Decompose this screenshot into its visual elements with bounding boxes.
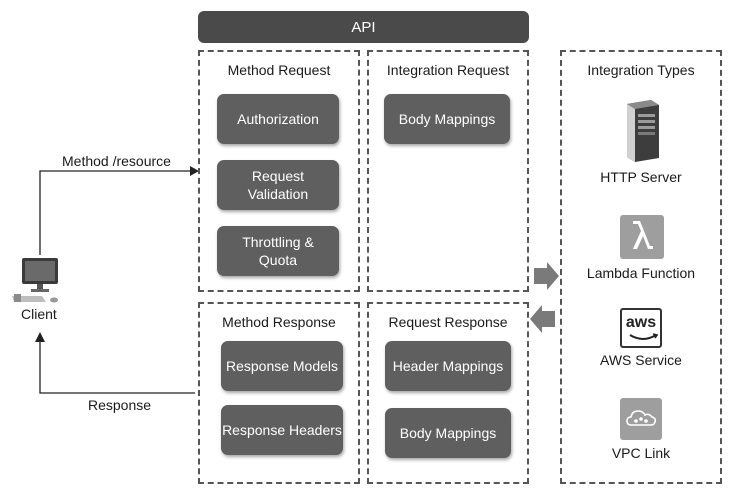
- authorization-box: Authorization: [217, 94, 339, 144]
- response-models-box: Response Models: [221, 341, 343, 391]
- response-headers-box: Response Headers: [221, 405, 343, 455]
- request-validation-box: Request Validation: [217, 160, 339, 210]
- aws-icon: aws: [620, 308, 662, 348]
- aws-service-label: AWS Service: [600, 352, 682, 368]
- method-response-title: Method Response: [222, 314, 336, 330]
- lambda-function-label: Lambda Function: [586, 265, 696, 281]
- header-mappings-box: Header Mappings: [385, 341, 511, 391]
- computer-icon: [12, 258, 58, 303]
- method-request-panel: Method Request Authorization Request Val…: [198, 50, 360, 292]
- server-icon: [627, 100, 659, 162]
- response-arrow: [39, 338, 195, 394]
- integration-request-title: Integration Request: [386, 62, 510, 78]
- vpc-cloud-icon: [620, 398, 662, 440]
- api-title-bar: API: [198, 11, 529, 43]
- request-arrowhead: [190, 166, 199, 176]
- integration-types-panel: Integration Types HTTP Server Lambda Fun…: [560, 50, 722, 484]
- response-arrowhead: [35, 332, 45, 342]
- response-body-mappings-box: Body Mappings: [385, 408, 511, 458]
- integration-body-mappings-box: Body Mappings: [384, 94, 510, 144]
- vpc-link-label: VPC Link: [611, 445, 671, 461]
- method-resource-label: Method /resource: [62, 153, 171, 169]
- request-arrow: [39, 170, 195, 255]
- aws-logo-text: aws: [625, 314, 657, 331]
- arrow-left-from-integration: [530, 305, 555, 333]
- request-response-title: Request Response: [388, 314, 508, 330]
- arrow-right-to-integration: [534, 262, 559, 290]
- request-response-panel: Request Response Header Mappings Body Ma…: [367, 302, 529, 484]
- response-label: Response: [88, 397, 152, 413]
- method-request-title: Method Request: [227, 62, 331, 78]
- integration-request-panel: Integration Request Body Mappings: [367, 50, 529, 292]
- throttling-quota-box: Throttling & Quota: [217, 226, 339, 276]
- lambda-icon: [620, 215, 664, 259]
- client-label: Client: [21, 306, 57, 322]
- method-response-panel: Method Response Response Models Response…: [198, 302, 360, 484]
- http-server-label: HTTP Server: [600, 169, 682, 185]
- integration-types-title: Integration Types: [587, 62, 695, 78]
